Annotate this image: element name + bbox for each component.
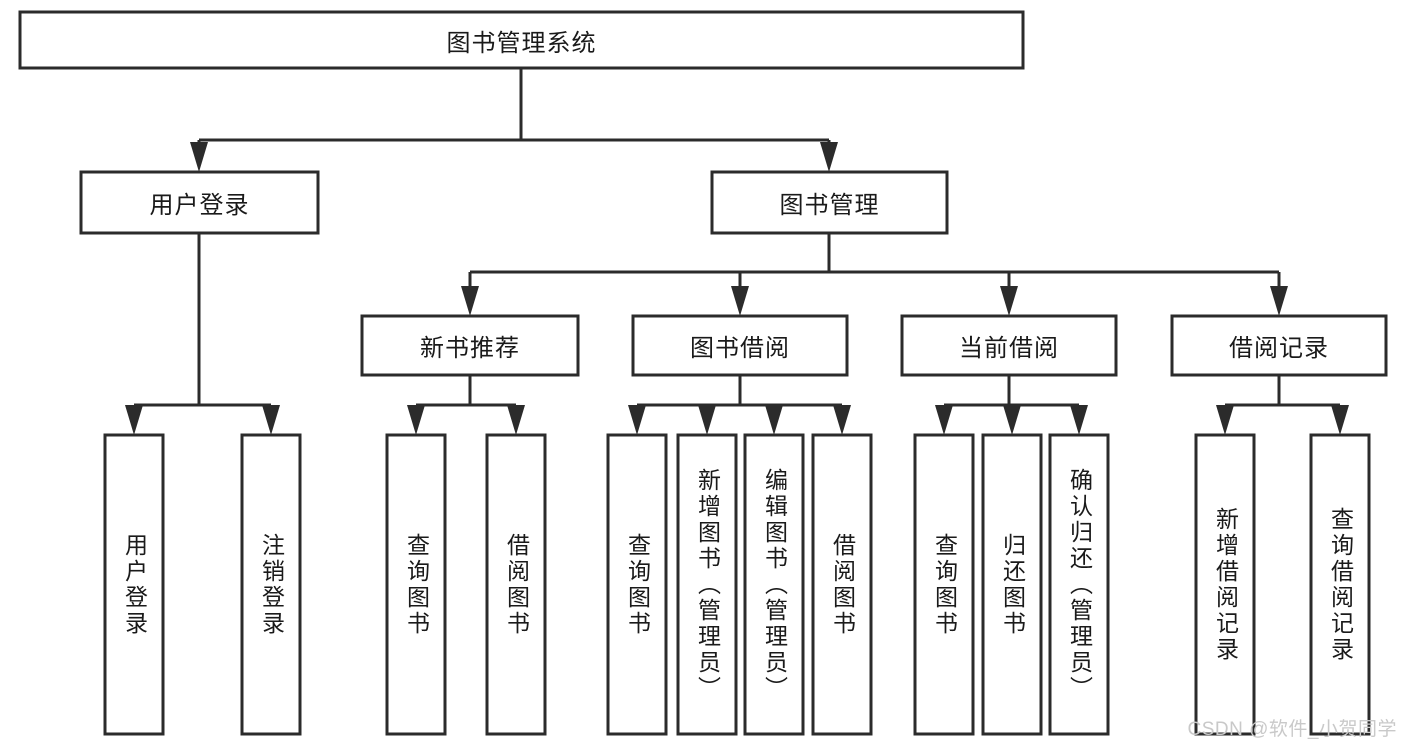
arrow-head-icon xyxy=(190,142,208,172)
arrow-head-icon xyxy=(820,142,838,172)
node-leaf-add-book-admin-box[interactable] xyxy=(676,433,738,736)
node-borrow-record-box[interactable] xyxy=(1170,314,1388,377)
arrow-head-icon xyxy=(125,405,143,435)
node-new-book-recommend-box[interactable] xyxy=(360,314,580,377)
node-leaf-query-book-bb-box[interactable] xyxy=(606,433,668,736)
node-leaf-query-book-rec-box[interactable] xyxy=(385,433,447,736)
arrow-head-icon xyxy=(1331,405,1349,435)
arrow-head-icon xyxy=(262,405,280,435)
node-leaf-borrow-book-rec-box[interactable] xyxy=(485,433,547,736)
node-leaf-borrow-book-bb-box[interactable] xyxy=(811,433,873,736)
arrow-head-icon xyxy=(765,405,783,435)
arrow-head-icon xyxy=(407,405,425,435)
node-leaf-add-borrow-record-box[interactable] xyxy=(1194,433,1256,736)
arrow-head-icon xyxy=(731,286,749,316)
arrow-head-icon xyxy=(698,405,716,435)
node-root-box[interactable] xyxy=(18,10,1025,70)
boxes-layer xyxy=(18,10,1388,736)
arrow-head-icon xyxy=(507,405,525,435)
arrow-head-icon xyxy=(1270,286,1288,316)
node-book-manage-box[interactable] xyxy=(710,170,949,235)
node-leaf-user-logout-box[interactable] xyxy=(240,433,302,736)
node-leaf-confirm-return-admin-box[interactable] xyxy=(1048,433,1110,736)
arrow-head-icon xyxy=(1000,286,1018,316)
arrow-head-icon xyxy=(935,405,953,435)
node-current-borrow-box[interactable] xyxy=(900,314,1118,377)
node-leaf-query-book-cb-box[interactable] xyxy=(913,433,975,736)
node-leaf-user-login-box[interactable] xyxy=(103,433,165,736)
watermark-text: CSDN @软件_小贺同学 xyxy=(1187,719,1397,740)
node-user-login-box[interactable] xyxy=(79,170,320,235)
connectors-layer xyxy=(125,68,1349,435)
arrow-head-icon xyxy=(628,405,646,435)
arrow-head-icon xyxy=(1070,405,1088,435)
arrow-head-icon xyxy=(461,286,479,316)
node-leaf-edit-book-admin-box[interactable] xyxy=(743,433,805,736)
node-leaf-query-borrow-record-box[interactable] xyxy=(1309,433,1371,736)
node-book-borrow-box[interactable] xyxy=(631,314,849,377)
arrow-head-icon xyxy=(1216,405,1234,435)
arrow-head-icon xyxy=(833,405,851,435)
node-leaf-return-book-box[interactable] xyxy=(981,433,1043,736)
arrow-head-icon xyxy=(1003,405,1021,435)
